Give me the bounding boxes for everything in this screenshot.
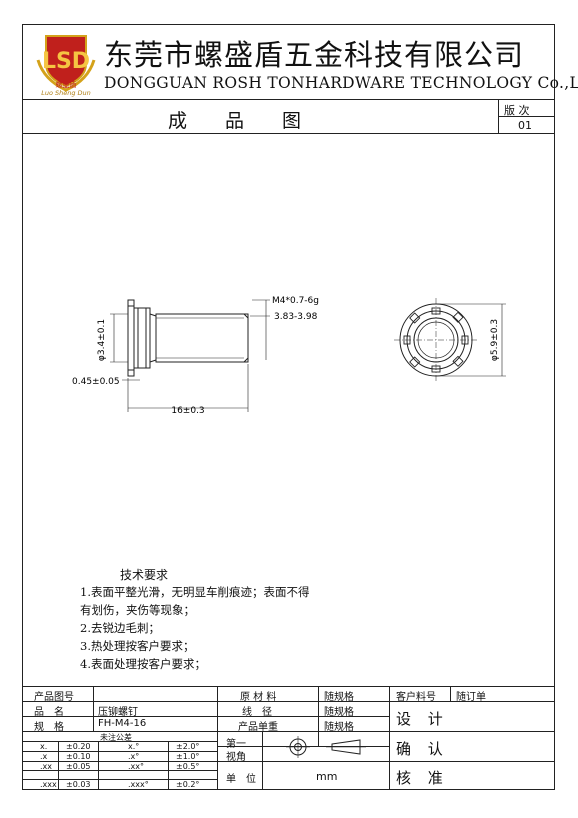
logo-text: 螺盛盾 [55, 81, 77, 89]
approve-label: 核 准 [396, 769, 449, 787]
confirm-label: 确 认 [396, 740, 449, 758]
name-value: 压铆螺钉 [98, 707, 138, 718]
weight-value: 随规格 [324, 722, 354, 733]
company-name-cn: 东莞市螺盛盾五金科技有限公司 [104, 38, 525, 72]
name-label: 品 名 [34, 707, 64, 718]
spec-label: 规 格 [34, 722, 64, 733]
unit-label: 单 位 [226, 774, 256, 785]
product-no-label: 产品图号 [34, 692, 74, 703]
company-logo: LSD 螺盛盾 Luo Sheng Dun [34, 30, 98, 98]
customer-no-value: 随订单 [456, 692, 486, 703]
tolerance-title: 未注公差 [100, 733, 132, 742]
knurl-section [133, 307, 151, 369]
dim-shank-dia: φ3.4±0.1 [97, 319, 107, 361]
dim-length: 16±0.3 [171, 406, 204, 416]
version-label: 版 次 [504, 104, 530, 117]
customer-no-label: 客户料号 [396, 692, 436, 703]
dim-head-dia: φ5.9±0.3 [490, 319, 500, 361]
drawing-frame [22, 24, 555, 790]
requirement-line-2: 有划伤，夹伤等现象； [80, 603, 195, 617]
spec-value: FH-M4-16 [98, 718, 147, 729]
requirement-line-5: 4.表面处理按客户要求； [80, 657, 206, 671]
logo-letters: LSD [42, 49, 90, 74]
material-value: 随规格 [324, 692, 354, 703]
header-divider [22, 99, 555, 100]
title-divider [22, 133, 555, 134]
head-flange [127, 299, 135, 377]
version-row-divider [498, 116, 555, 117]
design-label: 设 计 [396, 710, 449, 728]
version-value: 01 [518, 119, 532, 132]
company-name-en: DONGGUAN ROSH TONHARDWARE TECHNOLOGY Co.… [104, 74, 578, 92]
wire-label: 线 径 [242, 707, 272, 718]
unit-value: mm [316, 770, 338, 783]
requirement-line-4: 3.热处理按客户要求； [80, 639, 195, 653]
view-label-2: 视角 [226, 752, 246, 763]
logo-subtext: Luo Sheng Dun [41, 89, 91, 97]
requirement-line-1: 1.表面平整光滑，无明显车削痕迹；表面不得 [80, 585, 310, 599]
material-label: 原 材 料 [240, 692, 277, 703]
thread-spec: M4*0.7-6g [272, 296, 319, 306]
wire-value: 随规格 [324, 707, 354, 718]
weight-label: 产品单重 [238, 722, 278, 733]
view-label-1: 第一 [226, 739, 246, 750]
threaded-shank [155, 313, 249, 363]
thread-minor: 3.83-3.98 [274, 312, 318, 322]
dim-head-thickness: 0.45±0.05 [72, 377, 120, 387]
projection-symbol-icon [286, 736, 366, 758]
requirement-line-3: 2.去锐边毛刺； [80, 621, 160, 635]
drawing-title: 成品图 [168, 110, 340, 132]
requirements-title: 技术要求 [120, 568, 169, 582]
